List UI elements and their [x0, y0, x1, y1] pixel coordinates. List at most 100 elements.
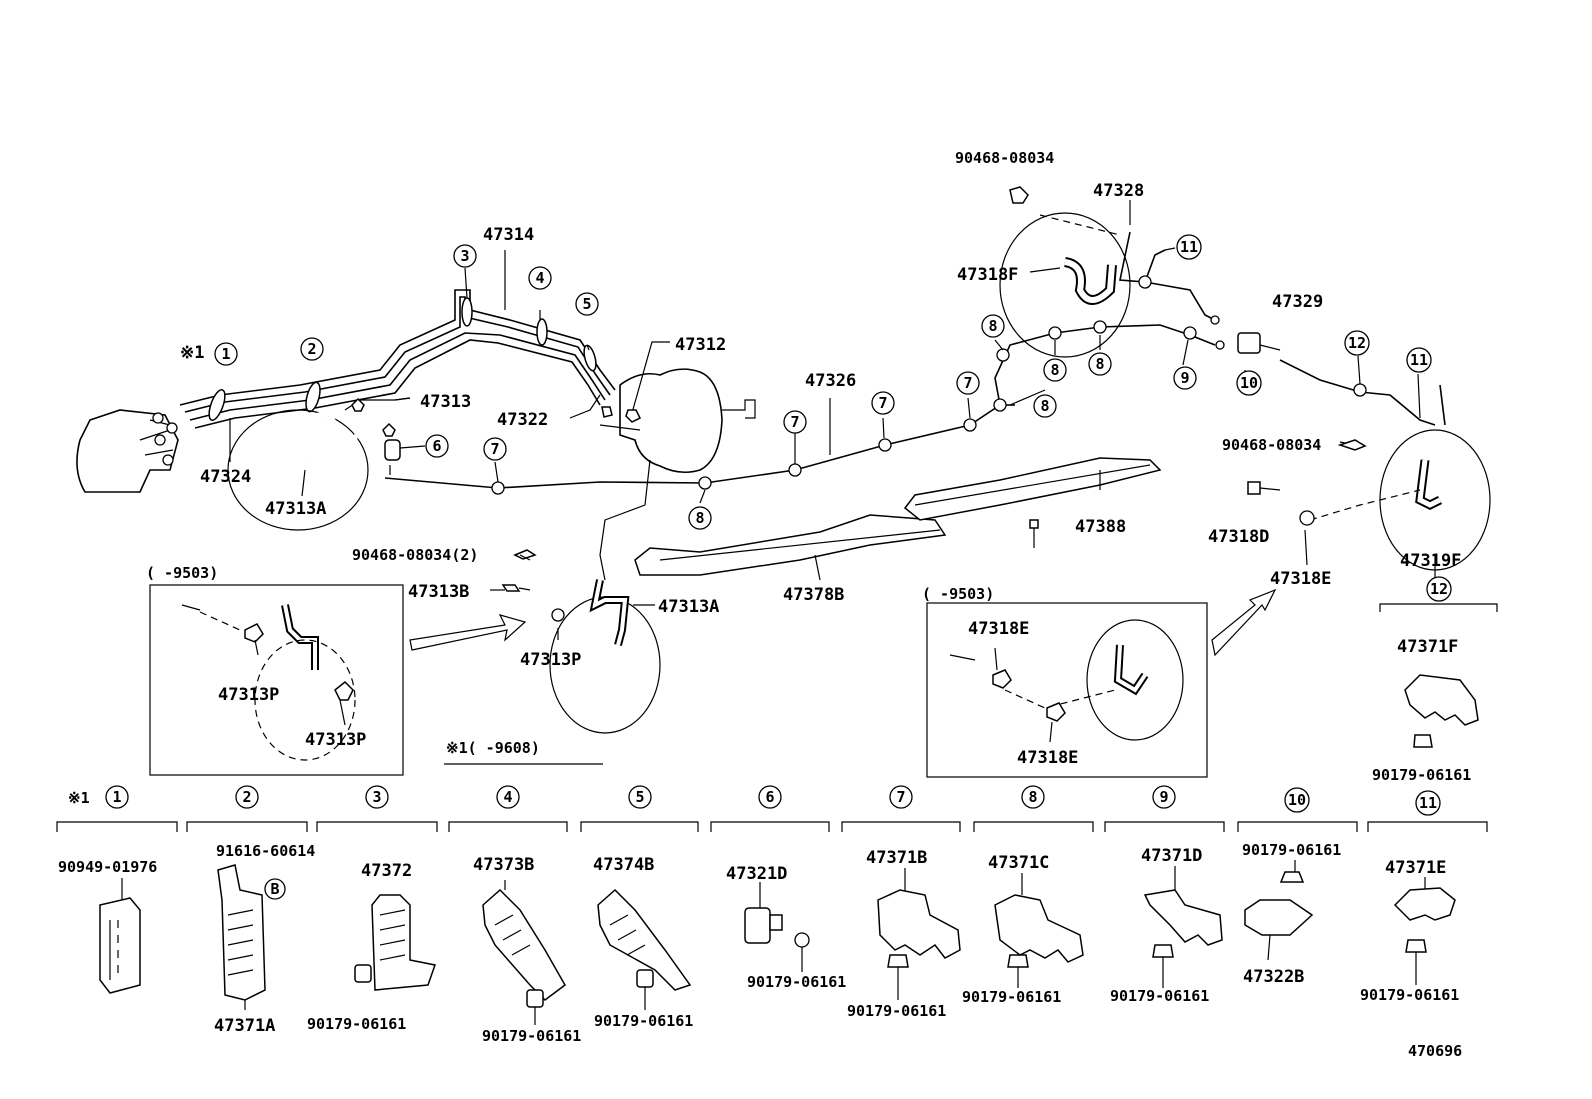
svg-text:12: 12 [1348, 334, 1366, 352]
legend-2-part-b: 47371A [214, 1016, 275, 1036]
label-47388: 47388 [1075, 517, 1126, 537]
label-star1-note: ※1 [180, 343, 204, 363]
label-47324: 47324 [200, 467, 251, 487]
label-90468-top: 90468-08034 [955, 149, 1054, 167]
label-47371F: 47371F [1397, 637, 1458, 657]
svg-text:10: 10 [1240, 374, 1258, 392]
callout-8b: 8 [981, 314, 1005, 338]
legend-2-part-a: 91616-60614 [216, 842, 315, 860]
star1-range-note: ※1( -9608) [446, 739, 540, 757]
detail-group-12 [1379, 603, 1498, 748]
legend-6-part-b: 90179-06161 [747, 973, 846, 991]
svg-text:8: 8 [988, 317, 997, 335]
svg-text:2: 2 [242, 788, 251, 806]
svg-text:8: 8 [1028, 788, 1037, 806]
label-inset-47313P-b: 47313P [305, 730, 366, 750]
callout-8d: 8 [1088, 352, 1112, 376]
callout-3: 3 [453, 244, 477, 268]
callout-circles: 1 2 3 4 5 6 7 7 7 7 8 8 8 8 8 9 10 11 11… [214, 234, 1452, 602]
legend-8-part-a: 47371C [988, 853, 1049, 873]
legend-2-badge: B [270, 880, 279, 898]
legend-num-4: 4 [496, 785, 520, 809]
legend-row: ※1 1 2 3 4 5 6 7 8 9 10 11 90949-01976 91… [56, 785, 1488, 1045]
svg-text:11: 11 [1180, 238, 1198, 256]
part-labels: 47314 47312 47313 47322 47324 47313A 473… [146, 149, 1471, 1060]
svg-text:6: 6 [765, 788, 774, 806]
inset-right-range: ( -9503) [922, 585, 994, 603]
svg-text:8: 8 [1050, 361, 1059, 379]
callout-11a: 11 [1176, 234, 1202, 260]
inset-left-range: ( -9503) [146, 564, 218, 582]
label-90468-right: 90468-08034 [1222, 436, 1321, 454]
label-inset-47318E-b: 47318E [1017, 748, 1078, 768]
svg-text:7: 7 [790, 413, 799, 431]
legend-num-9: 9 [1152, 785, 1176, 809]
svg-text:8: 8 [695, 509, 704, 527]
callout-9: 9 [1173, 366, 1197, 390]
label-47328: 47328 [1093, 181, 1144, 201]
callout-8c: 8 [1043, 358, 1067, 382]
label-inset-47318E-a: 47318E [968, 619, 1029, 639]
callout-12b: 12 [1426, 576, 1452, 602]
label-47322: 47322 [497, 410, 548, 430]
callout-11b: 11 [1406, 347, 1432, 373]
legend-num-10: 10 [1284, 787, 1310, 813]
label-47313A-top: 47313A [265, 499, 326, 519]
svg-text:5: 5 [582, 295, 591, 313]
legend-9-part-a: 47371D [1141, 846, 1202, 866]
hose-assemblies [227, 186, 1491, 734]
legend-7-part-b: 90179-06161 [847, 1002, 946, 1020]
legend-num-5: 5 [628, 785, 652, 809]
svg-text:11: 11 [1419, 794, 1437, 812]
callout-6: 6 [425, 434, 449, 458]
diagram-id: 470696 [1408, 1042, 1462, 1060]
callout-4: 4 [528, 266, 552, 290]
clamp-points [491, 275, 1367, 495]
svg-text:11: 11 [1410, 351, 1428, 369]
label-47313B: 47313B [408, 582, 469, 602]
svg-text:3: 3 [460, 247, 469, 265]
svg-text:12: 12 [1430, 580, 1448, 598]
leader-lines [229, 200, 1436, 743]
label-47326: 47326 [805, 371, 856, 391]
svg-text:6: 6 [432, 437, 441, 455]
svg-text:8: 8 [1095, 355, 1104, 373]
svg-text:1: 1 [221, 345, 230, 363]
legend-num-8: 8 [1021, 785, 1045, 809]
svg-text:4: 4 [535, 269, 544, 287]
legend-num-3: 3 [365, 785, 389, 809]
legend-part-drawings [99, 860, 1456, 1025]
legend-num-7: 7 [889, 785, 913, 809]
callout-7c: 7 [871, 391, 895, 415]
svg-text:10: 10 [1288, 791, 1306, 809]
legend-11-part-a: 47371E [1385, 858, 1446, 878]
label-90179-top-right: 90179-06161 [1372, 766, 1471, 784]
legend-8-part-b: 90179-06161 [962, 988, 1061, 1006]
label-47319F: 47319F [1400, 551, 1461, 571]
callout-12a: 12 [1344, 330, 1370, 356]
legend-4-part-a: 47373B [473, 855, 534, 875]
legend-num-11: 11 [1415, 790, 1441, 816]
label-inset-47313P-a: 47313P [218, 685, 279, 705]
svg-text:8: 8 [1040, 397, 1049, 415]
label-47318F: 47318F [957, 265, 1018, 285]
svg-text:※1: ※1 [68, 789, 90, 807]
label-47329: 47329 [1272, 292, 1323, 312]
legend-5-part-b: 90179-06161 [594, 1012, 693, 1030]
svg-text:1: 1 [112, 788, 121, 806]
svg-text:7: 7 [878, 394, 887, 412]
callout-5: 5 [575, 292, 599, 316]
legend-num-6: 6 [758, 785, 782, 809]
svg-text:7: 7 [490, 440, 499, 458]
legend-9-part-b: 90179-06161 [1110, 987, 1209, 1005]
label-47313: 47313 [420, 392, 471, 412]
svg-text:9: 9 [1180, 369, 1189, 387]
label-47314: 47314 [483, 225, 534, 245]
legend-1-part: 90949-01976 [58, 858, 157, 876]
legend-4-part-b: 90179-06161 [482, 1027, 581, 1045]
svg-text:3: 3 [372, 788, 381, 806]
legend-10-part-a: 90179-06161 [1242, 841, 1341, 859]
inset-right [926, 588, 1277, 778]
legend-3-part-a: 47372 [361, 861, 412, 881]
svg-text:5: 5 [635, 788, 644, 806]
